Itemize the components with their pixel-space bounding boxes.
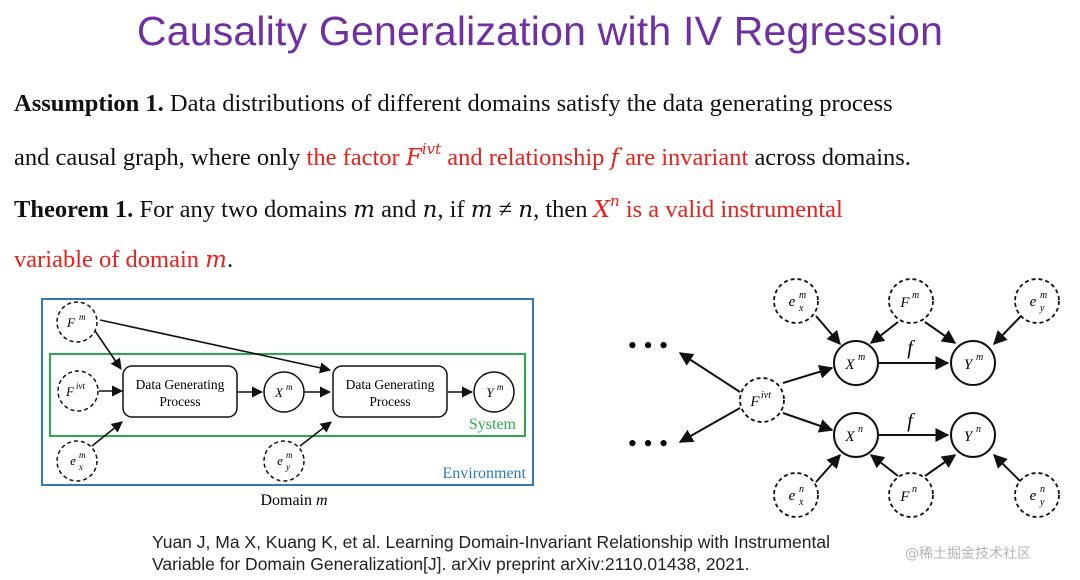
citation-line-1: Yuan J, Ma X, Kuang K, et al. Learning D… — [152, 532, 831, 552]
svg-text:e: e — [277, 453, 283, 468]
svg-text:m: m — [286, 382, 293, 392]
watermark: @稀土掘金技术社区 — [905, 546, 1031, 562]
svg-text:e: e — [1030, 294, 1037, 310]
svg-text:Process: Process — [159, 394, 200, 409]
svg-text:n: n — [1040, 484, 1045, 495]
system-box — [49, 353, 526, 437]
svg-text:m: m — [799, 290, 806, 301]
invariant-highlight: the factor Fivt and relationship f are i… — [306, 140, 749, 171]
citation: Yuan J, Ma X, Kuang K, et al. Learning D… — [152, 531, 912, 575]
svg-text:X: X — [844, 357, 855, 373]
svg-text:F: F — [899, 489, 910, 505]
svg-text:m: m — [79, 312, 86, 322]
svg-text:x: x — [798, 303, 804, 314]
edge-label-f-bottom: f — [907, 410, 915, 432]
assumption-label: Assumption 1. — [14, 90, 164, 117]
svg-text:Data Generating: Data Generating — [346, 377, 435, 392]
system-label: System — [469, 416, 517, 433]
svg-text:ivt: ivt — [761, 390, 771, 401]
theorem-line-2: variable of domain m. — [14, 246, 234, 273]
svg-text:n: n — [799, 484, 804, 495]
svg-text:e: e — [1030, 488, 1037, 504]
svg-text:n: n — [976, 424, 981, 435]
svg-text:Data Generating: Data Generating — [136, 377, 225, 392]
environment-label: Environment — [442, 465, 526, 482]
theorem-highlight: Xn is a valid instrumental — [593, 192, 843, 223]
svg-text:Y: Y — [964, 429, 974, 445]
svg-text:e: e — [789, 294, 796, 310]
svg-text:X: X — [844, 429, 855, 445]
svg-text:F: F — [66, 315, 76, 330]
svg-text:y: y — [285, 462, 290, 472]
theorem-label: Theorem 1. — [14, 196, 134, 223]
ellipsis-bottom: • • • — [628, 429, 668, 458]
svg-text:m: m — [912, 290, 919, 301]
svg-text:y: y — [1039, 497, 1045, 508]
slide-title: Causality Generalization with IV Regress… — [136, 8, 944, 54]
ellipsis-top: • • • — [628, 331, 668, 360]
svg-text:m: m — [79, 450, 86, 460]
svg-text:n: n — [912, 484, 917, 495]
svg-text:e: e — [789, 488, 796, 504]
svg-text:Y: Y — [964, 357, 974, 373]
diagram-caption: Domain m — [260, 492, 327, 509]
svg-text:F: F — [749, 394, 760, 410]
assumption-line-2: and causal graph, where only the factor … — [14, 140, 911, 171]
svg-text:y: y — [1039, 303, 1045, 314]
citation-line-2: Variable for Domain Generalization[J]. a… — [152, 554, 750, 574]
theorem-line-1: Theorem 1. For any two domains m and n, … — [14, 192, 843, 223]
data-generating-process-box-2: Data Generating Process — [332, 365, 448, 418]
svg-text:e: e — [70, 453, 76, 468]
assumption-line-1: Assumption 1. Data distributions of diff… — [14, 90, 893, 117]
environment-box — [41, 298, 534, 486]
svg-text:m: m — [286, 450, 293, 460]
svg-text:m: m — [497, 382, 504, 392]
svg-text:F: F — [65, 384, 75, 399]
svg-text:m: m — [976, 352, 983, 363]
svg-text:m: m — [1040, 290, 1047, 301]
svg-text:Process: Process — [369, 394, 410, 409]
svg-text:ivt: ivt — [76, 381, 85, 391]
svg-text:Y: Y — [486, 385, 495, 400]
svg-text:x: x — [798, 497, 804, 508]
svg-text:x: x — [78, 462, 83, 472]
svg-text:X: X — [274, 385, 284, 400]
svg-text:m: m — [858, 352, 865, 363]
svg-text:n: n — [858, 424, 863, 435]
data-generating-process-box-1: Data Generating Process — [122, 365, 238, 418]
edge-label-f-top: f — [907, 337, 915, 359]
svg-text:F: F — [899, 295, 910, 311]
